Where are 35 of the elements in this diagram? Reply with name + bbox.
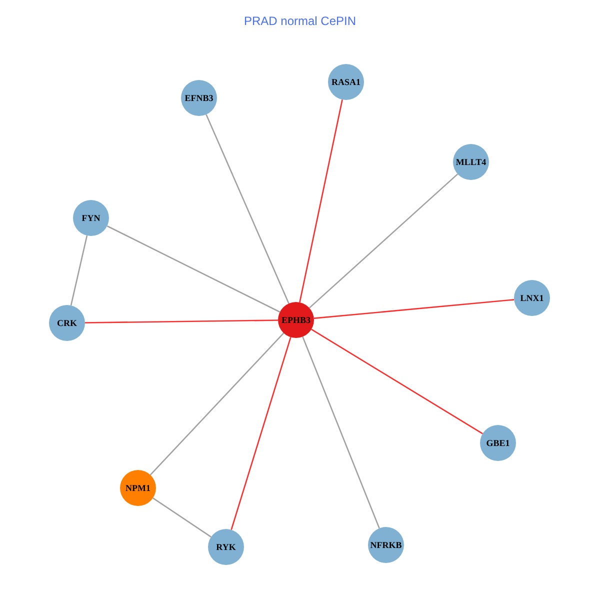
gene-label: RYK: [216, 542, 236, 552]
gene-node: [181, 80, 217, 116]
gene-node: [514, 280, 550, 316]
interaction-edge: [314, 299, 514, 319]
gene-label: FYN: [82, 213, 100, 223]
gene-node: [208, 529, 244, 565]
interaction-edge: [150, 332, 284, 476]
gene-label: CRK: [57, 318, 77, 328]
gene-label: NFRKB: [370, 540, 402, 550]
interaction-edge: [311, 328, 483, 434]
gene-label: NPM1: [126, 483, 150, 493]
interaction-edge: [302, 336, 380, 529]
interaction-edge: [308, 174, 458, 308]
gene-node: [120, 470, 156, 506]
gene-label: RASA1: [331, 77, 360, 87]
interaction-edge: [70, 235, 88, 306]
gene-node: [368, 527, 404, 563]
interaction-edge: [152, 497, 212, 538]
interaction-edge: [230, 337, 292, 530]
chart-title: PRAD normal CePIN: [242, 14, 358, 28]
interaction-edge: [299, 99, 343, 303]
gene-node: [480, 425, 516, 461]
gene-node: [328, 64, 364, 100]
gene-node: [73, 200, 109, 236]
gene-label: MLLT4: [456, 157, 486, 167]
gene-label: LNX1: [520, 293, 544, 303]
interaction-edge: [106, 225, 280, 313]
gene-node: [49, 305, 85, 341]
interaction-edge: [206, 114, 290, 304]
gene-label: EFNB3: [184, 93, 214, 103]
gene-node: [278, 302, 314, 338]
interaction-edge: [85, 320, 278, 324]
gene-label: GBE1: [486, 438, 510, 448]
gene-label: EPHB3: [281, 315, 310, 325]
gene-node: [453, 144, 489, 180]
